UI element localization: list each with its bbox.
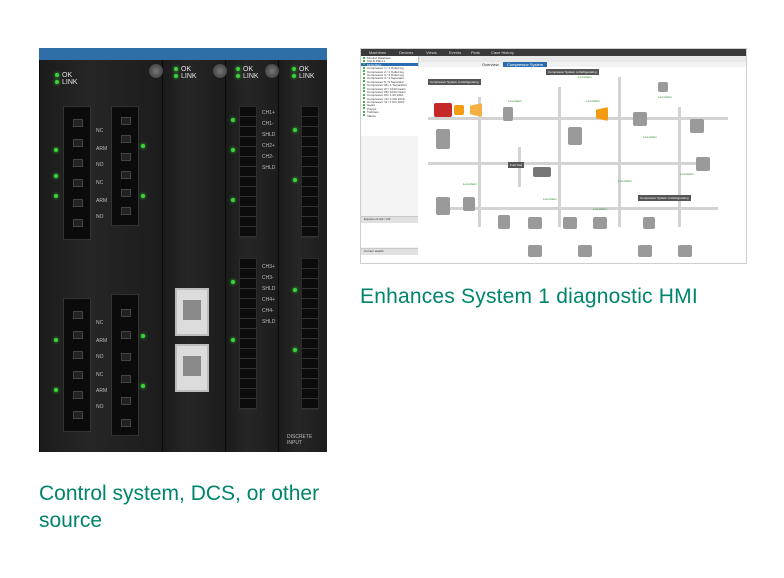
green-led xyxy=(231,280,235,284)
relay-connector xyxy=(63,106,91,240)
green-led xyxy=(141,384,145,388)
relay-connector xyxy=(111,294,139,436)
diagram-tag: Compressor System to Refrigerating xyxy=(546,69,599,75)
hmi-tree: Monitor Database CSLD Plant 1 MCD Plant … xyxy=(361,56,418,136)
green-led xyxy=(231,338,235,342)
diagram-tag: Compressor System to Refrigerating xyxy=(428,79,481,85)
status-leds: OK LINK xyxy=(55,72,78,86)
green-led xyxy=(293,288,297,292)
screw xyxy=(213,64,227,78)
terminal-block xyxy=(239,258,257,410)
green-led xyxy=(293,178,297,182)
ethernet-port xyxy=(175,344,209,392)
control-system-hardware-photo: OK LINK OK LINK OK LINK OK LINK NC ARM N… xyxy=(39,48,327,452)
green-led xyxy=(231,118,235,122)
green-led xyxy=(54,388,58,392)
hmi-caption: Enhances System 1 diagnostic HMI xyxy=(360,285,698,308)
status-leds: OK LINK xyxy=(174,66,197,80)
hmi-attr-panel: Equipment Attr / Attr xyxy=(361,216,418,247)
warning-equipment xyxy=(454,105,464,115)
terminal-block xyxy=(301,258,319,410)
status-leds: OK LINK xyxy=(292,66,315,80)
green-led xyxy=(293,128,297,132)
alert-equipment xyxy=(434,103,452,117)
screw xyxy=(149,64,163,78)
status-leds: OK LINK xyxy=(236,66,259,80)
module-footer-label: DISCRETE INPUT xyxy=(287,434,313,446)
hmi-menu-bar: Machines Devices Views Events Plots Case… xyxy=(361,49,746,56)
hmi-tabs: Overview Compressor System xyxy=(418,62,746,67)
green-led xyxy=(293,348,297,352)
green-led xyxy=(54,338,58,342)
green-led xyxy=(141,144,145,148)
terminal-block xyxy=(301,106,319,238)
green-led xyxy=(231,198,235,202)
green-led xyxy=(54,174,58,178)
process-diagram: Compressor System to Refrigerating Compr… xyxy=(418,67,746,263)
ethernet-port xyxy=(175,288,209,336)
green-led xyxy=(231,148,235,152)
green-led xyxy=(54,148,58,152)
relay-connector xyxy=(63,298,91,432)
hmi-health-panel: Current Health xyxy=(361,248,418,263)
screw xyxy=(265,64,279,78)
system1-hmi-screenshot: Machines Devices Views Events Plots Case… xyxy=(360,48,747,264)
warning-compressor xyxy=(596,107,608,121)
diagram-tag: Compressor System to Refrigerating xyxy=(638,195,691,201)
comm-module xyxy=(162,60,225,452)
hmi-sidebar: Monitor Database CSLD Plant 1 MCD Plant … xyxy=(361,56,419,263)
green-led xyxy=(141,194,145,198)
green-led xyxy=(141,334,145,338)
green-led xyxy=(54,194,58,198)
terminal-block xyxy=(239,106,257,238)
source-caption: Control system, DCS, or other source xyxy=(39,482,320,532)
relay-connector xyxy=(111,106,139,226)
diagram-tag: Fuel Gas xyxy=(508,162,525,168)
warning-compressor xyxy=(470,103,482,117)
